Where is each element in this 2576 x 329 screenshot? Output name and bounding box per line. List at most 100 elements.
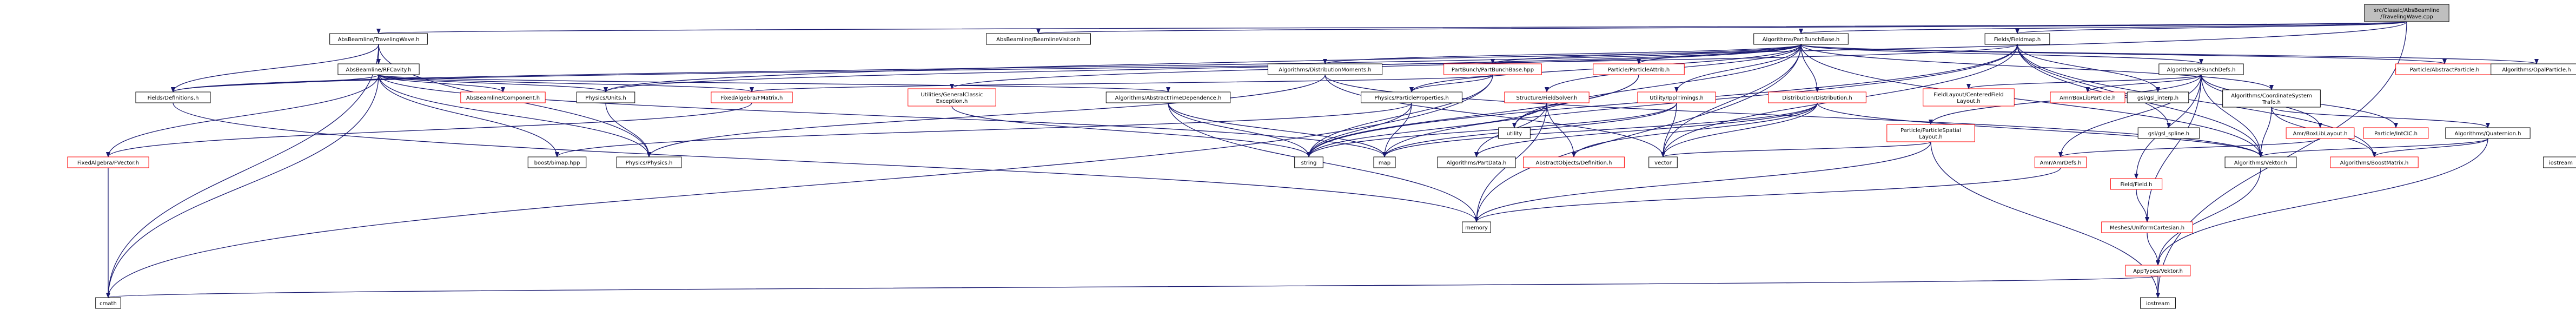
node-string[interactable]: string bbox=[1294, 156, 1323, 168]
node-fmatrix[interactable]: FixedAlgebra/FMatrix.h bbox=[711, 91, 793, 103]
node-amrboxliblay[interactable]: Amr/BoxLibLayout.h bbox=[2286, 127, 2355, 139]
node-box bbox=[1462, 221, 1491, 233]
node-label: Particle/ParticleSpatial bbox=[1900, 128, 1961, 134]
node-fieldfield[interactable]: Field/Field.h bbox=[2110, 178, 2163, 190]
node-label: AbsBeamline/TravelingWave.h bbox=[338, 37, 420, 43]
node-box bbox=[1504, 91, 1590, 103]
node-box bbox=[2543, 156, 2576, 168]
node-label: iostream bbox=[2146, 301, 2170, 307]
node-label: FixedAlgebra/FVector.h bbox=[77, 160, 139, 166]
edge-root-physunits bbox=[604, 21, 2407, 93]
edge-pbunchcells-amrdefs bbox=[2058, 74, 2202, 157]
node-vector[interactable]: vector bbox=[1648, 156, 1678, 168]
edge-structfs-string bbox=[1307, 102, 1547, 157]
edge-ipptimings-vector bbox=[1661, 102, 1677, 157]
node-pbunchcells[interactable]: Algorithms/PBunchDefs.h bbox=[2158, 63, 2244, 75]
node-label: AbsBeamline/Component.h bbox=[466, 95, 540, 101]
node-root[interactable]: src/Classic/AbsBeamline/TravelingWave.cp… bbox=[2364, 4, 2449, 22]
node-label: Fields/Definitions.h bbox=[148, 95, 199, 101]
edge-structfs-absdef bbox=[1546, 102, 1576, 157]
node-label: Algorithms/DistributionMoments.h bbox=[1279, 67, 1372, 73]
node-abstime[interactable]: Algorithms/AbstractTimeDependence.h bbox=[1105, 91, 1231, 103]
node-physunits[interactable]: Physics/Units.h bbox=[576, 91, 635, 103]
node-map[interactable]: map bbox=[1373, 156, 1396, 168]
node-box bbox=[1523, 156, 1625, 168]
edge-fielddefs-memory bbox=[173, 102, 1479, 222]
node-abspart[interactable]: Particle/AbstractParticle.h bbox=[2395, 63, 2494, 75]
node-partprops[interactable]: Physics/ParticleProperties.h bbox=[1361, 91, 1462, 103]
edge-ipptimings-map bbox=[1382, 102, 1677, 157]
node-box bbox=[1753, 33, 1849, 45]
node-box bbox=[1437, 156, 1516, 168]
node-bv[interactable]: AbsBeamline/BeamlineVisitor.h bbox=[986, 33, 1091, 45]
node-box bbox=[576, 91, 635, 103]
node-algvektor[interactable]: Algorithms/Vektor.h bbox=[2224, 156, 2297, 168]
node-apptypes[interactable]: AppTypes/Vektor.h bbox=[2125, 265, 2191, 277]
node-label: Algorithms/PartBunchBase.h bbox=[1763, 37, 1840, 43]
node-boostmatrix[interactable]: Algorithms/BoostMatrix.h bbox=[2330, 156, 2419, 168]
node-label: Amr/BoxLibLayout.h bbox=[2293, 131, 2348, 137]
node-label: Layout.h bbox=[1957, 98, 1981, 104]
node-utility[interactable]: utility bbox=[1498, 127, 1531, 139]
node-rfcav[interactable]: AbsBeamline/RFCavity.h bbox=[337, 63, 420, 75]
edge-pbunchcells-fieldfield bbox=[2134, 74, 2202, 179]
node-memory[interactable]: memory bbox=[1462, 221, 1491, 233]
node-ipptimings[interactable]: Utility/IpplTimings.h bbox=[1637, 91, 1716, 103]
node-box bbox=[1768, 91, 1866, 103]
edge-fmatrix-fvector bbox=[106, 102, 752, 157]
node-distmom[interactable]: Algorithms/DistributionMoments.h bbox=[1267, 63, 1383, 75]
nodes-layer: src/Classic/AbsBeamline/TravelingWave.cp… bbox=[67, 4, 2576, 309]
node-opalpart[interactable]: Algorithms/OpalParticle.h bbox=[2491, 63, 2576, 75]
node-box bbox=[95, 297, 121, 309]
node-structfs[interactable]: Structure/FieldSolver.h bbox=[1504, 91, 1590, 103]
node-component[interactable]: AbsBeamline/Component.h bbox=[460, 91, 546, 103]
node-tw[interactable]: AbsBeamline/TravelingWave.h bbox=[329, 33, 428, 45]
node-partintcic[interactable]: Particle/IntCIC.h bbox=[2363, 127, 2429, 139]
node-fvector[interactable]: FixedAlgebra/FVector.h bbox=[67, 156, 149, 168]
node-label: Exception.h bbox=[936, 98, 968, 104]
node-label: src/Classic/AbsBeamline bbox=[2374, 8, 2439, 14]
node-distdist[interactable]: Distribution/Distribution.h bbox=[1768, 91, 1866, 103]
node-label: Particle/IntCIC.h bbox=[2374, 131, 2418, 137]
node-iostream[interactable]: iostream bbox=[2543, 156, 2576, 168]
node-amrboxlibp[interactable]: Amr/BoxLibParticle.h bbox=[2050, 91, 2125, 103]
edge-pbunchcells-amrboxlibp bbox=[2085, 74, 2202, 93]
node-pbunchhpp[interactable]: PartBunch/PartBunchBase.hpp bbox=[1443, 63, 1542, 75]
edge-root-pbunch bbox=[1799, 21, 2407, 34]
edge-distdist-absdef bbox=[1572, 102, 1818, 157]
node-meshuc[interactable]: Meshes/UniformCartesian.h bbox=[2101, 221, 2193, 233]
node-partattrib[interactable]: Particle/ParticleAttrib.h bbox=[1593, 63, 1685, 75]
edge-pbunch-physunits bbox=[604, 44, 1802, 93]
edge-tw-cmath bbox=[106, 44, 379, 298]
node-amrdefs[interactable]: Amr/AmrDefs.h bbox=[2034, 156, 2087, 168]
node-absdef[interactable]: AbstractObjects/Definition.h bbox=[1523, 156, 1625, 168]
edge-partspatial-memory bbox=[1474, 141, 1931, 222]
node-pbunch[interactable]: Algorithms/PartBunchBase.h bbox=[1753, 33, 1849, 45]
node-box bbox=[1267, 63, 1383, 75]
node-box bbox=[986, 33, 1091, 45]
node-boostbimap[interactable]: boost/bimap.hpp bbox=[527, 156, 587, 168]
node-box bbox=[1637, 91, 1716, 103]
node-partdata[interactable]: Algorithms/PartData.h bbox=[1437, 156, 1516, 168]
node-box bbox=[616, 156, 682, 168]
node-cstream[interactable]: iostream bbox=[2140, 297, 2176, 309]
node-physphys[interactable]: Physics/Physics.h bbox=[616, 156, 682, 168]
node-fielddefs[interactable]: Fields/Definitions.h bbox=[135, 91, 211, 103]
node-fieldmap[interactable]: Fields/Fieldmap.h bbox=[1984, 33, 2050, 45]
edge-distdist-partdata bbox=[1474, 102, 1818, 157]
node-cmath[interactable]: cmath bbox=[95, 297, 121, 309]
edge-distmom-vector bbox=[1325, 74, 1665, 157]
node-label: FieldLayout/CenteredField bbox=[1933, 92, 2003, 98]
node-quaternion[interactable]: Algorithms/Quaternion.h bbox=[2445, 127, 2531, 139]
node-box bbox=[1443, 63, 1542, 75]
edges-layer bbox=[106, 21, 2539, 298]
edge-rfcav-component bbox=[378, 74, 505, 93]
node-gslinterp[interactable]: gsl/gsl_interp.h bbox=[2127, 91, 2189, 103]
node-gslspline[interactable]: gsl/gsl_spline.h bbox=[2137, 127, 2200, 139]
node-box bbox=[2286, 127, 2355, 139]
node-box bbox=[2224, 156, 2297, 168]
